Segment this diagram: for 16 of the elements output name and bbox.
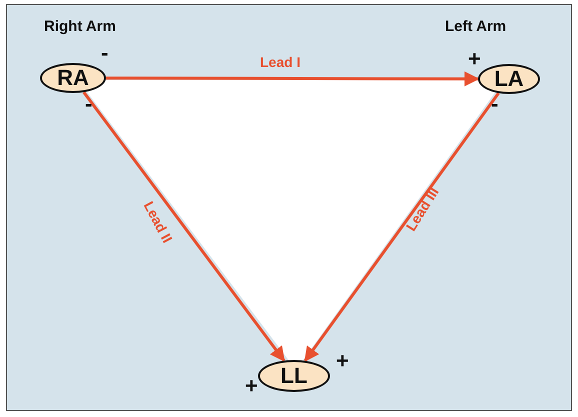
limb-label: Right Arm xyxy=(44,18,116,35)
lead-arrow xyxy=(304,92,500,362)
lead-arrow xyxy=(106,71,480,86)
electrode-label: LL xyxy=(280,363,308,389)
electrode-label: LA xyxy=(494,66,524,92)
electrode-label: RA xyxy=(57,65,89,91)
polarity-sign: + xyxy=(245,375,258,397)
edge-label: Lead II xyxy=(140,198,176,246)
lead-arrow xyxy=(82,91,286,362)
polarity-sign: - xyxy=(101,42,108,64)
polarity-sign: - xyxy=(85,93,92,115)
edge-label: Lead I xyxy=(260,54,300,70)
limb-label: Left Arm xyxy=(445,18,506,35)
polarity-sign: - xyxy=(491,93,498,115)
polarity-sign: + xyxy=(336,350,349,372)
polarity-sign: + xyxy=(468,48,481,70)
